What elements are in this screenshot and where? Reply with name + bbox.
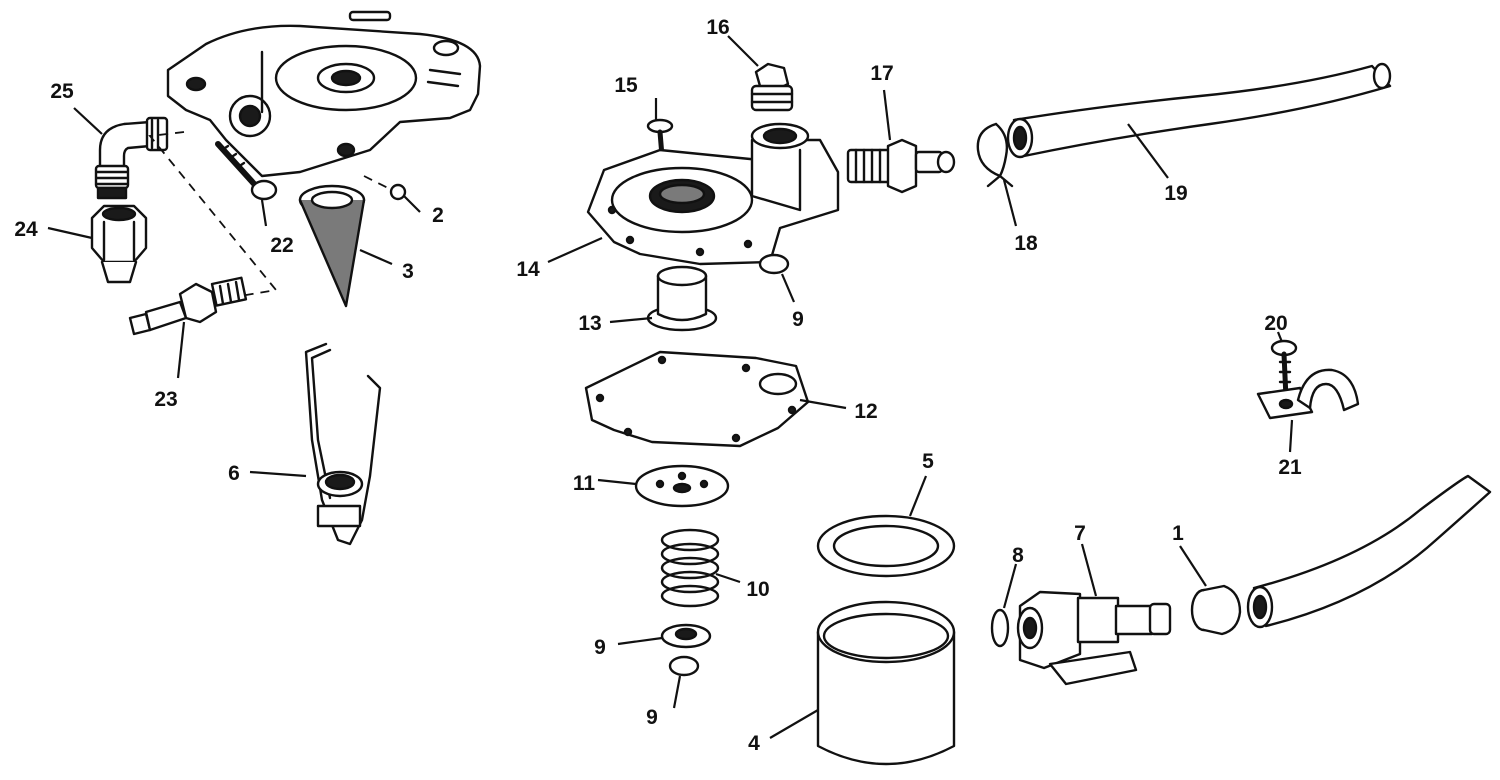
callout-10: 9 <box>594 636 606 659</box>
callout-2: 2 <box>432 204 444 227</box>
callout-20: 19 <box>1164 182 1187 205</box>
part-1-hose-clamp <box>1190 584 1242 636</box>
part-24-hose-barb-fitting <box>128 276 248 336</box>
callout-12: 11 <box>573 472 596 495</box>
callout-8: 8 <box>1012 544 1024 567</box>
part-23-screw <box>215 141 278 201</box>
callout-4: 4 <box>748 732 760 755</box>
part-9-lower-disc <box>668 655 700 677</box>
part-25-hex-nut <box>90 204 148 284</box>
part-4-filter-bowl <box>816 600 956 766</box>
part-7-fuel-connector <box>1016 590 1172 686</box>
part-6-bail-wire <box>304 342 382 546</box>
part-14-plunger-cup <box>646 265 718 332</box>
callout-9-upper: 9 <box>792 308 804 331</box>
callout-17: 16 <box>706 16 729 39</box>
callout-16: 15 <box>614 74 638 97</box>
callout-18: 17 <box>870 62 893 85</box>
callout-7: 7 <box>1074 522 1086 545</box>
callout-23: 22 <box>270 234 293 257</box>
part-12-valve-plate <box>634 464 730 508</box>
fuel-hose-lower <box>1246 474 1492 629</box>
part-2-check-ball <box>389 183 407 201</box>
callout-25: 24 <box>14 218 38 241</box>
callout-21: 20 <box>1264 312 1287 335</box>
callout-19: 18 <box>1014 232 1038 255</box>
callout-13: 12 <box>854 400 877 423</box>
assembly-dashed-lines <box>148 131 393 297</box>
part-20-fuel-hose-upper <box>1006 62 1392 159</box>
part-10-spring-retainer <box>660 623 712 649</box>
part-26-elbow-fitting <box>94 116 169 200</box>
callout-26: 25 <box>50 80 74 103</box>
part-9-upper-disc <box>758 253 790 275</box>
callout-1: 1 <box>1172 522 1184 545</box>
callout-24: 23 <box>154 388 177 411</box>
callout-3: 3 <box>402 260 414 283</box>
part-5-bowl-gasket <box>816 514 956 578</box>
part-8-o-ring <box>990 608 1010 648</box>
callout-labels: 25 24 22 2 3 23 6 15 16 17 18 19 14 13 9… <box>14 16 1302 755</box>
callout-14: 13 <box>578 312 601 335</box>
callout-15: 14 <box>516 258 540 281</box>
part-3-filter-screen <box>298 184 366 308</box>
callout-11: 10 <box>746 578 769 601</box>
callout-6: 6 <box>228 462 240 485</box>
callout-9-lower: 9 <box>646 706 658 729</box>
callout-5: 5 <box>922 450 934 473</box>
part-11-spring <box>660 528 720 608</box>
leader-lines <box>47 35 1294 739</box>
part-15-pump-body <box>586 122 840 266</box>
callout-22: 21 <box>1278 456 1302 479</box>
part-13-gasket <box>584 350 810 448</box>
part-17-pipe-plug <box>750 62 794 112</box>
pump-cover-top-left <box>166 10 482 178</box>
part-22-strap-clamp <box>1256 368 1360 420</box>
part-19-hose-clamp <box>976 122 1014 188</box>
part-18-inlet-fitting <box>846 138 956 194</box>
